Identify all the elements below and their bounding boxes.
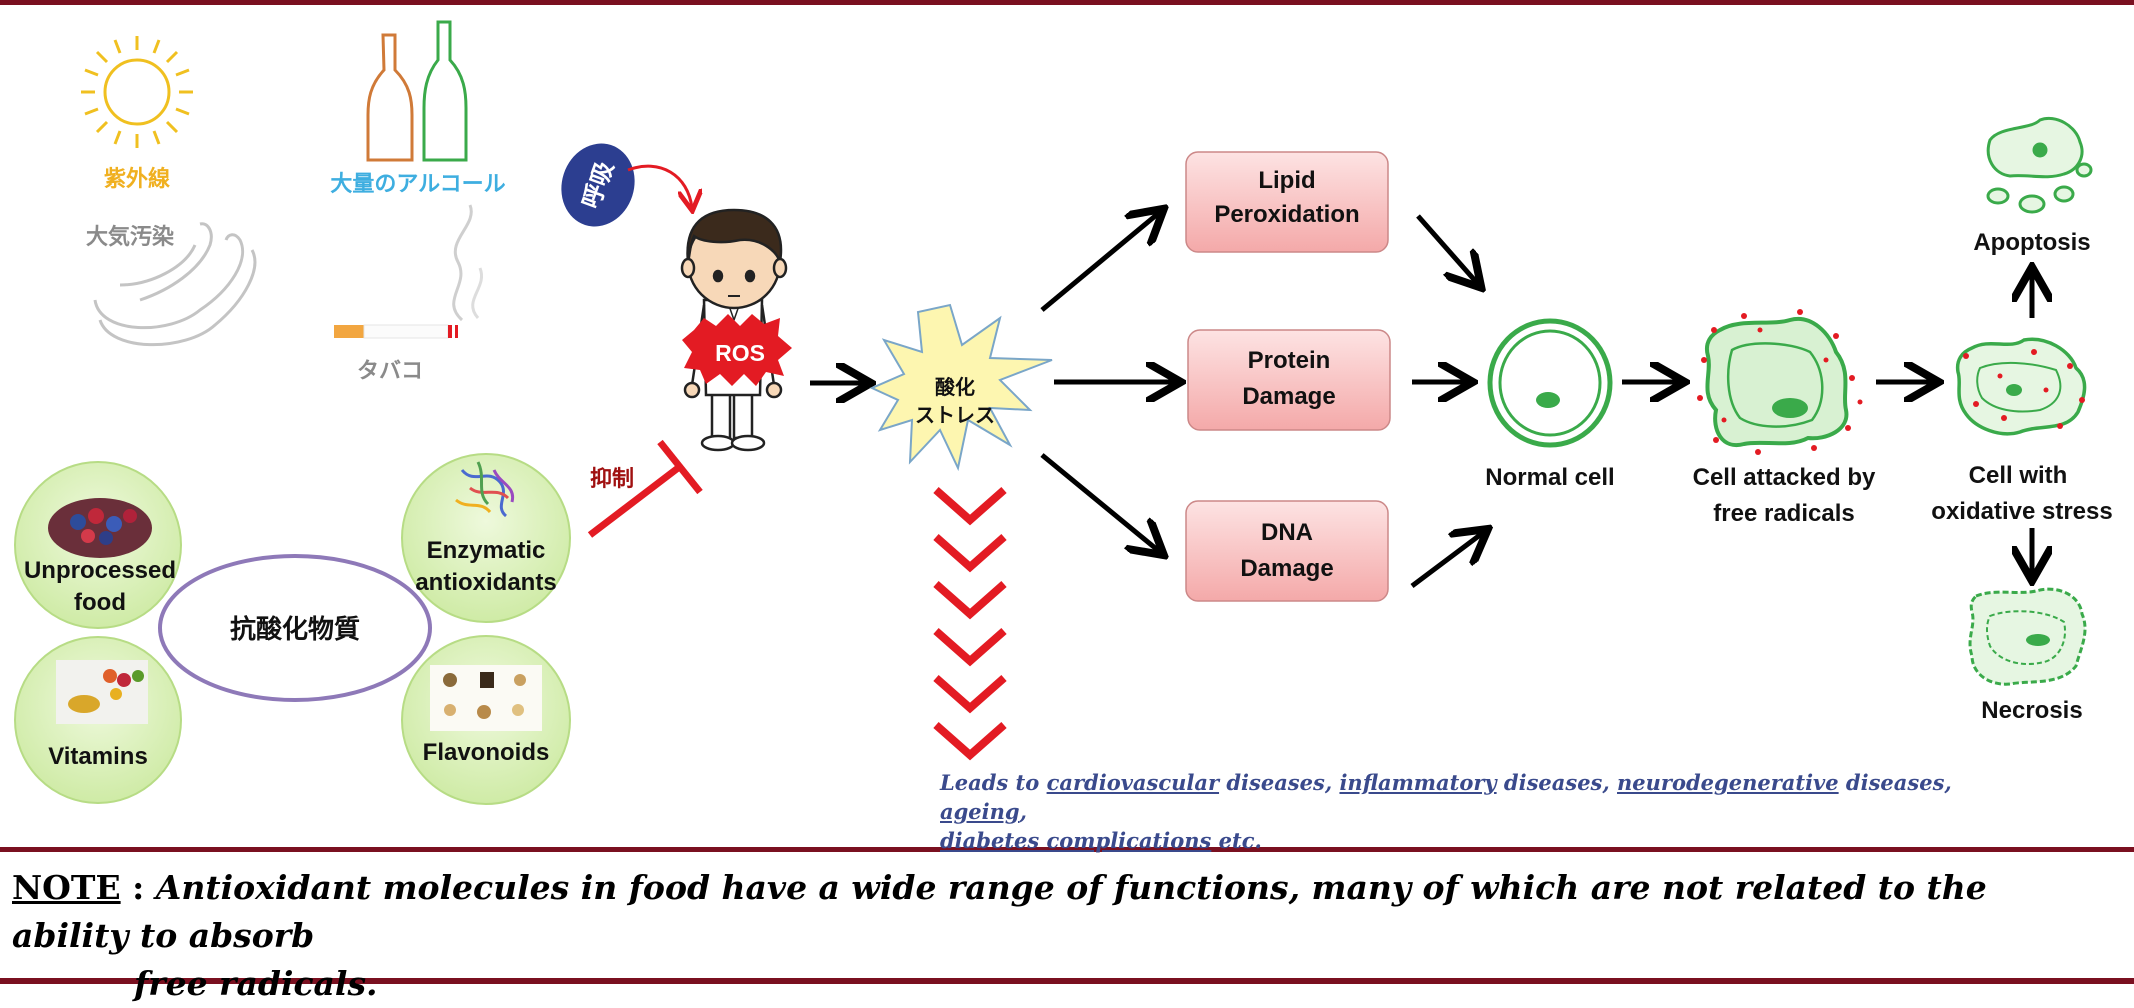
- inhibit-symbol: [587, 439, 703, 538]
- bottom-border: [0, 978, 2134, 984]
- air-pollution-label: 大気汚染: [86, 224, 174, 250]
- necrosis-label: Necrosis: [1981, 697, 2082, 724]
- dna-damage-box: DNA Damage: [1185, 500, 1389, 602]
- stress-label-1: 酸化: [935, 375, 975, 399]
- apoptosis-cell: [1986, 117, 2093, 214]
- alcohol-label: 大量のアルコール: [330, 172, 505, 197]
- enzymatic-label-2: antioxidants: [415, 569, 556, 596]
- lipid-peroxidation-box: Lipid Peroxidation: [1185, 151, 1389, 253]
- tobacco-label: タバコ: [357, 359, 423, 384]
- stress-label-2: ストレス: [915, 403, 995, 427]
- dna-label-1: DNA: [1261, 519, 1313, 546]
- arrow-to-lipid: [1040, 212, 1160, 312]
- antioxidant-ellipse: [158, 554, 432, 702]
- enzymatic-circle: Enzymatic antioxidants: [401, 453, 571, 623]
- protein-label-2: Damage: [1242, 383, 1335, 410]
- top-border: [0, 0, 2134, 5]
- arrow-to-dna: [1040, 453, 1160, 552]
- attacked-cell-label-2: free radicals: [1713, 500, 1854, 527]
- normal-cell: [1487, 318, 1613, 448]
- sun-icon: [81, 36, 193, 148]
- attacked-cell-label-1: Cell attacked by: [1693, 464, 1876, 491]
- apoptosis-label: Apoptosis: [1973, 229, 2090, 256]
- cigarette-icon: [334, 204, 484, 339]
- note-line-2: free radicals.: [134, 964, 378, 1003]
- inhibit-label: 抑制: [590, 467, 634, 492]
- arrow-lipid-to-cell: [1416, 214, 1478, 284]
- vitamins-circle: Vitamins: [14, 636, 182, 804]
- unprocessed-label-2: food: [74, 589, 126, 616]
- leads-sep-4: ,: [1019, 799, 1027, 824]
- protein-label-1: Protein: [1248, 347, 1331, 374]
- smog-icon: [93, 222, 257, 347]
- note-divider: [0, 847, 2134, 852]
- leads-to-text: Leads to cardiovascular diseases, inflam…: [940, 768, 2000, 855]
- flavonoids-label: Flavonoids: [423, 739, 550, 766]
- chevron-stack: [933, 487, 1007, 761]
- stressed-cell-label-1: Cell with: [1969, 462, 2068, 489]
- dna-label-2: Damage: [1240, 555, 1333, 582]
- note-block: NOTE : Antioxidant molecules in food hav…: [12, 864, 2112, 1008]
- arrow-dna-to-cell: [1410, 532, 1484, 588]
- normal-cell-label: Normal cell: [1485, 464, 1614, 491]
- diabetes-complications-link[interactable]: diabetes complications: [940, 828, 1212, 853]
- protein-damage-box: Protein Damage: [1187, 329, 1391, 431]
- necrosis-cell: [1968, 587, 2087, 686]
- bottles-icon: [366, 20, 468, 162]
- leads-sep-1: diseases,: [1219, 770, 1340, 795]
- respiration-badge: 呼吸: [561, 143, 635, 227]
- lipid-label-1: Lipid: [1258, 167, 1315, 194]
- ros-burst: ROS: [682, 314, 792, 386]
- unprocessed-label-1: Unprocessed: [24, 557, 176, 584]
- uv-label: 紫外線: [104, 166, 170, 192]
- respiration-arrow: [627, 164, 692, 208]
- vitamins-label: Vitamins: [48, 743, 148, 770]
- cardiovascular-link[interactable]: cardiovascular: [1046, 770, 1220, 795]
- leads-sep-3: diseases,: [1838, 770, 1952, 795]
- oxidative-stress-burst: 酸化 ストレス: [869, 303, 1053, 472]
- stressed-cell: [1955, 337, 2087, 436]
- leads-sep-2: diseases,: [1496, 770, 1618, 795]
- inflammatory-link[interactable]: inflammatory: [1339, 770, 1497, 795]
- neurodegenerative-link[interactable]: neurodegenerative: [1617, 770, 1839, 795]
- leads-suffix: etc.: [1211, 828, 1262, 853]
- stressed-cell-label-2: oxidative stress: [1931, 498, 2112, 525]
- note-label: NOTE: [12, 868, 121, 907]
- leads-prefix: Leads to: [940, 770, 1047, 795]
- lipid-label-2: Peroxidation: [1214, 201, 1359, 228]
- flavonoids-circle: Flavonoids: [401, 635, 571, 805]
- enzymatic-label-1: Enzymatic: [427, 537, 546, 564]
- attacked-cell: [1697, 309, 1863, 455]
- ros-label: ROS: [715, 340, 765, 366]
- antioxidant-label: 抗酸化物質: [230, 614, 360, 645]
- note-colon: :: [120, 868, 156, 907]
- ageing-link[interactable]: ageing: [940, 799, 1020, 824]
- unprocessed-food-circle: Unprocessed food: [14, 461, 182, 629]
- note-line-1: Antioxidant molecules in food have a wid…: [12, 868, 1987, 955]
